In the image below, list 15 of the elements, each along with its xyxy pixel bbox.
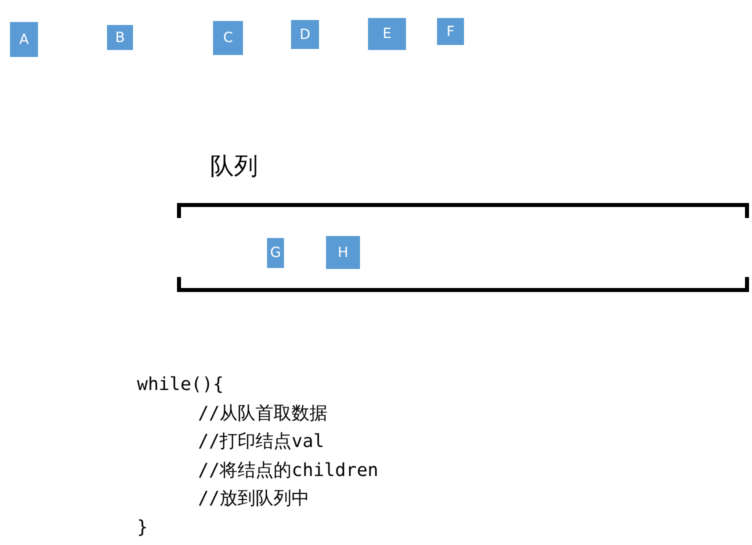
letter-box: H bbox=[326, 236, 360, 269]
letter-box: E bbox=[368, 18, 406, 50]
code-line: //将结点的children bbox=[198, 460, 378, 482]
letter-box: D bbox=[291, 20, 319, 49]
letter-box: C bbox=[213, 21, 243, 55]
code-line: while(){ bbox=[137, 374, 224, 396]
code-line: } bbox=[137, 517, 148, 539]
letter-box: F bbox=[437, 18, 464, 45]
queue-heading: 队列 bbox=[210, 151, 258, 182]
letter-box: B bbox=[107, 25, 133, 50]
code-line: //放到队列中 bbox=[198, 488, 310, 510]
letter-box: G bbox=[267, 238, 284, 268]
letter-box: A bbox=[10, 22, 38, 57]
code-line: //打印结点val bbox=[198, 431, 324, 454]
code-line: //从队首取数据 bbox=[198, 402, 328, 425]
